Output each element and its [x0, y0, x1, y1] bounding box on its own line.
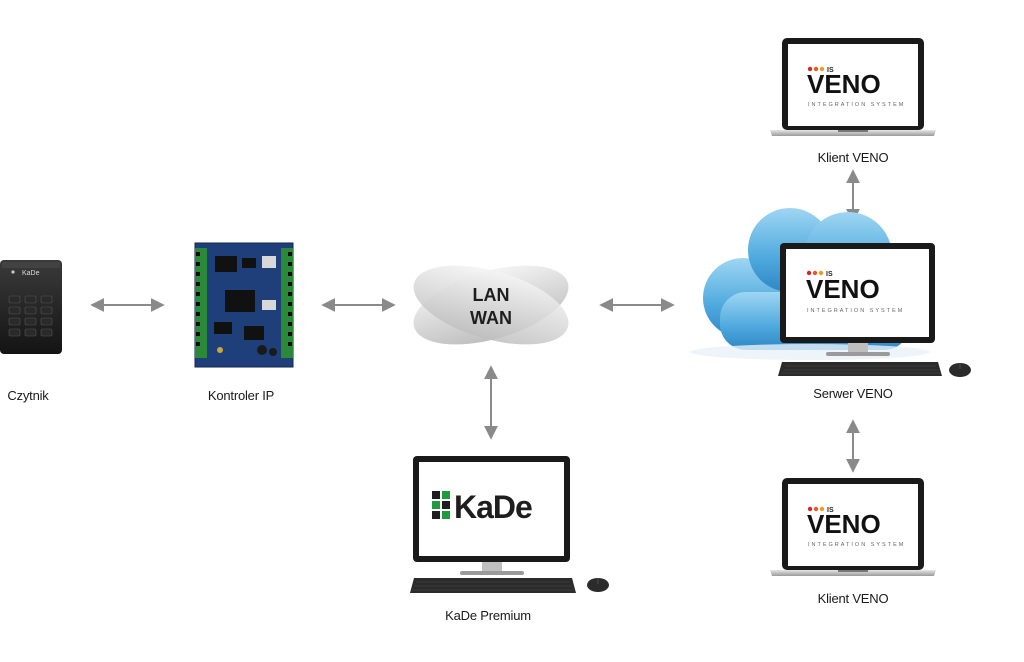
- server-logo-text: VENO: [806, 274, 880, 304]
- client-top-logo-text: VENO: [807, 69, 881, 99]
- client-bottom-logo-prefix: IS: [827, 507, 834, 514]
- veno-server-desktop: IS VENO INTEGRATION SYSTEM: [778, 243, 971, 377]
- server-logo-sub: INTEGRATION SYSTEM: [807, 308, 904, 314]
- mouse-icon: [949, 363, 971, 377]
- kade-logo-mark: [432, 491, 450, 519]
- desktop-monitor-icon: KaDe: [413, 456, 570, 575]
- laptop-icon: [770, 38, 936, 136]
- client-bottom-logo-sub: INTEGRATION SYSTEM: [808, 542, 905, 548]
- network-label-wan: WAN: [470, 308, 512, 328]
- client-bottom-label: Klient VENO: [817, 591, 889, 606]
- keyboard-icon: [410, 578, 576, 593]
- keyboard-icon: [778, 362, 942, 376]
- laptop-icon: [770, 478, 936, 576]
- controller-board-icon: [194, 242, 294, 368]
- reader-brand: KaDe: [22, 270, 40, 277]
- network-icon: LAN WAN: [413, 265, 569, 345]
- reader-label: Czytnik: [7, 388, 49, 403]
- client-top-label: Klient VENO: [817, 150, 889, 165]
- client-top-logo-prefix: IS: [827, 67, 834, 74]
- server-logo-prefix: IS: [826, 271, 833, 278]
- client-bottom-logo-text: VENO: [807, 509, 881, 539]
- veno-client-bottom-laptop: IS VENO INTEGRATION SYSTEM: [770, 478, 936, 576]
- card-reader-icon: KaDe: [0, 260, 62, 354]
- kade-premium-label: KaDe Premium: [445, 608, 531, 623]
- arrows: [90, 169, 860, 473]
- mouse-icon: [587, 578, 609, 592]
- client-top-logo-sub: INTEGRATION SYSTEM: [808, 102, 905, 108]
- controller-label: Kontroler IP: [207, 388, 275, 403]
- network-label-lan: LAN: [473, 285, 510, 305]
- desktop-monitor-icon: IS VENO INTEGRATION SYSTEM: [780, 243, 935, 356]
- kade-premium-desktop: KaDe: [410, 456, 609, 593]
- veno-client-top-laptop: IS VENO INTEGRATION SYSTEM: [770, 38, 936, 136]
- server-label: Serwer VENO: [813, 386, 893, 401]
- kade-screen-logo: KaDe: [454, 489, 532, 525]
